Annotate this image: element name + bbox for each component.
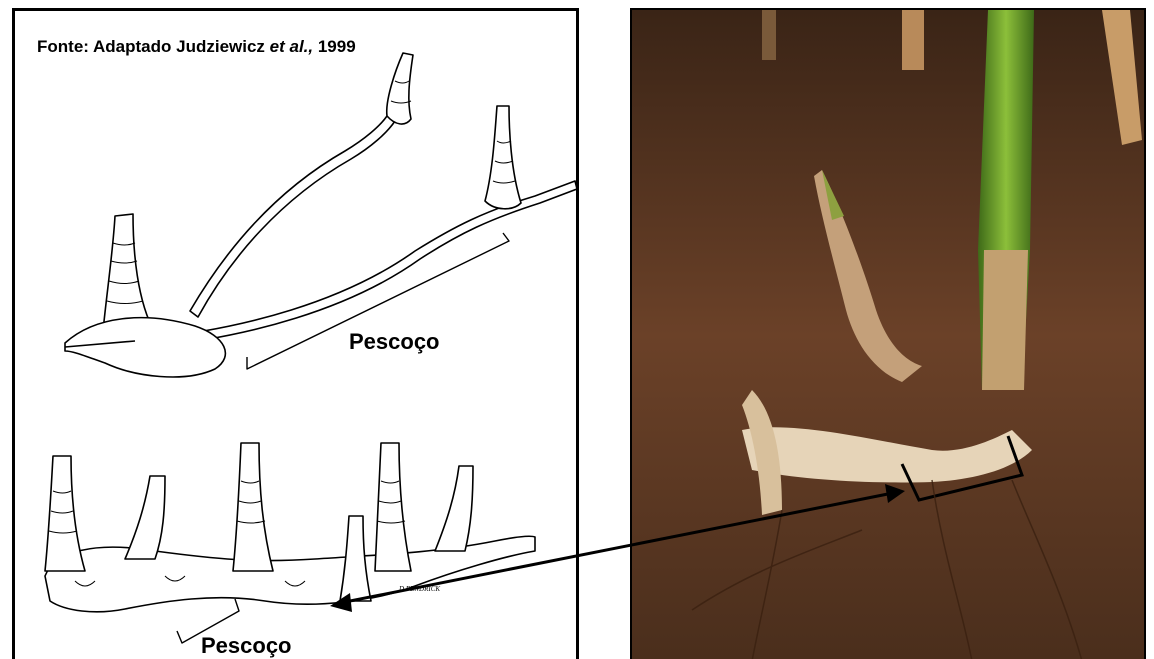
rhizome-body-top bbox=[65, 318, 225, 377]
culm-bottom-3 bbox=[233, 443, 273, 571]
culm-bottom-5 bbox=[375, 443, 411, 571]
culm-main-top bbox=[103, 214, 155, 333]
bamboo-rhizome-photo bbox=[632, 10, 1146, 659]
photo-panel bbox=[630, 8, 1146, 659]
neck-label-top: Pescoço bbox=[349, 329, 440, 355]
artist-signature: D.FENDRICK bbox=[399, 585, 440, 593]
rhizome-drawing bbox=[15, 11, 579, 659]
culm-bottom-2 bbox=[125, 476, 165, 559]
culm-bottom-6 bbox=[435, 466, 473, 551]
culm-right bbox=[485, 106, 521, 209]
neck-label-bottom: Pescoço bbox=[201, 633, 292, 659]
culm-bottom-1 bbox=[45, 456, 85, 571]
culm-top-small bbox=[387, 53, 413, 124]
illustration-panel: Fonte: Adaptado Judziewicz et al., 1999 bbox=[12, 8, 579, 659]
